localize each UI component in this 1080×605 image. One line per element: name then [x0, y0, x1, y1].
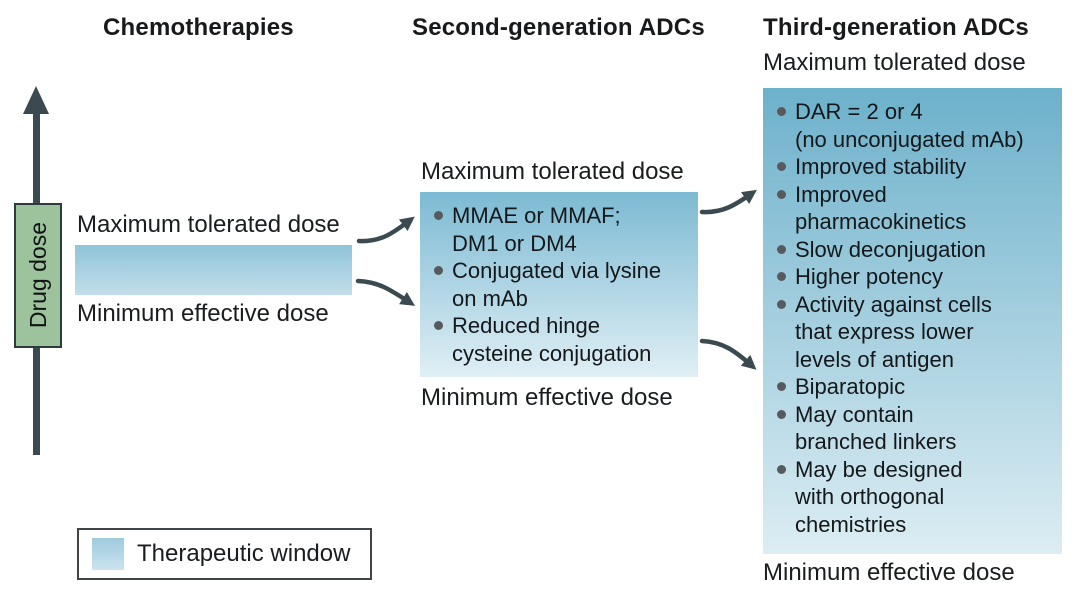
chemo-therapeutic-window-box: [75, 245, 352, 295]
arrow-second-to-third-top-icon: [699, 189, 757, 215]
drug-dose-axis-label: Drug dose: [24, 222, 51, 329]
third-gen-bullet-list: DAR = 2 or 4 (no unconjugated mAb)Improv…: [763, 88, 1062, 538]
bullet-item: Biparatopic: [775, 373, 1056, 401]
third-gen-max-tolerated-dose-label: Maximum tolerated dose: [763, 49, 1026, 76]
drug-dose-label-box: Drug dose: [14, 203, 62, 348]
bullet-item: Conjugated via lysine on mAb: [432, 257, 692, 312]
bullet-item: Slow deconjugation: [775, 236, 1056, 264]
chemo-max-tolerated-dose-label: Maximum tolerated dose: [77, 211, 340, 238]
arrow-second-to-third-bottom-icon: [699, 338, 757, 370]
arrow-chemo-to-second-top-icon: [356, 216, 415, 244]
bullet-item: Improved pharmacokinetics: [775, 181, 1056, 236]
second-gen-max-tolerated-dose-label: Maximum tolerated dose: [421, 158, 684, 185]
therapeutic-window-legend: Therapeutic window: [77, 528, 372, 580]
bullet-item: Higher potency: [775, 263, 1056, 291]
bullet-item: May contain branched linkers: [775, 401, 1056, 456]
bullet-item: DAR = 2 or 4 (no unconjugated mAb): [775, 98, 1056, 153]
therapeutic-window-swatch-icon: [92, 538, 124, 570]
column-header-chemotherapies: Chemotherapies: [103, 14, 294, 41]
second-gen-min-effective-dose-label: Minimum effective dose: [421, 384, 673, 411]
chemo-min-effective-dose-label: Minimum effective dose: [77, 300, 329, 327]
column-header-third-generation-adcs: Third-generation ADCs: [763, 14, 1029, 41]
column-header-second-generation-adcs: Second-generation ADCs: [412, 14, 705, 41]
third-gen-therapeutic-window-box: DAR = 2 or 4 (no unconjugated mAb)Improv…: [763, 88, 1062, 554]
bullet-item: Activity against cells that express lowe…: [775, 291, 1056, 374]
bullet-item: MMAE or MMAF; DM1 or DM4: [432, 202, 692, 257]
therapeutic-window-legend-label: Therapeutic window: [137, 540, 351, 567]
bullet-item: May be designed with orthogonal chemistr…: [775, 456, 1056, 539]
bullet-item: Improved stability: [775, 153, 1056, 181]
arrow-chemo-to-second-bottom-icon: [355, 278, 416, 306]
drug-dose-axis-arrowhead-icon: [23, 86, 49, 114]
third-gen-min-effective-dose-label: Minimum effective dose: [763, 559, 1015, 586]
bullet-item: Reduced hinge cysteine conjugation: [432, 312, 692, 367]
